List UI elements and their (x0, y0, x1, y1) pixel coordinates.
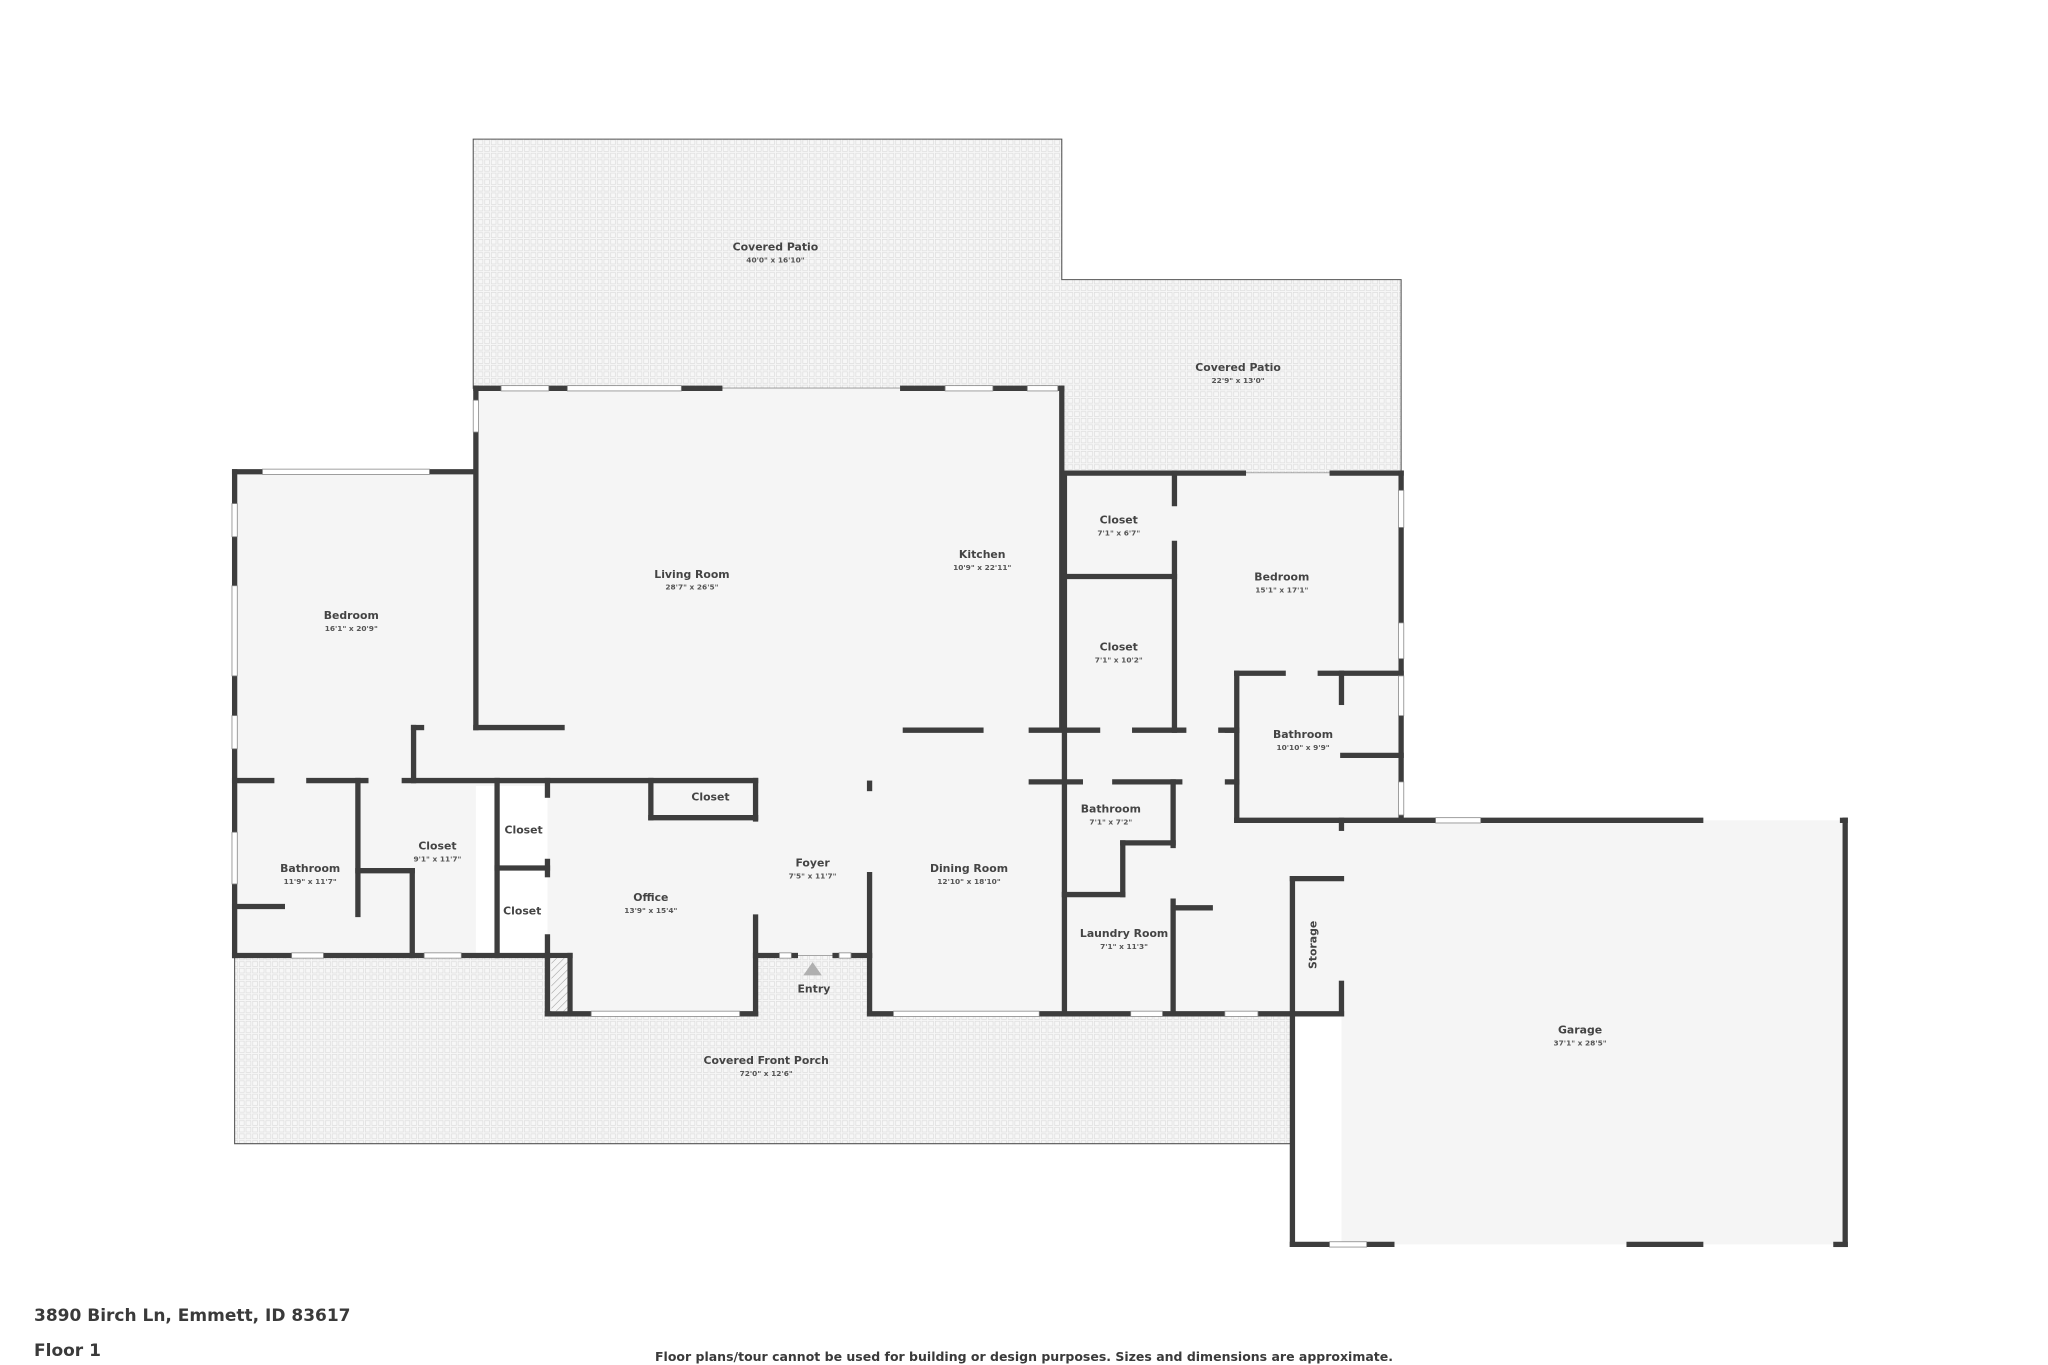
dims-kitchen: 10'9" x 22'11" (953, 563, 1011, 572)
dims-bathroom-mid: 7'1" x 7'2" (1089, 817, 1132, 826)
label-entry: Entry (798, 983, 831, 996)
label-closet-west: Closet (418, 839, 456, 852)
floor-label: Floor 1 (34, 1341, 101, 1361)
windows (231, 385, 1482, 1248)
label-bathroom-west: Bathroom (280, 862, 340, 875)
label-covered-patio-1: Covered Patio (733, 240, 819, 253)
dims-closet-ne-2: 7'1" x 10'2" (1095, 656, 1143, 665)
label-closet-small-2: Closet (503, 904, 541, 917)
walls (231, 385, 1848, 1248)
label-laundry-room: Laundry Room (1080, 927, 1168, 940)
dims-covered-front-porch: 72'0" x 12'6" (740, 1069, 793, 1078)
label-living-room: Living Room (654, 568, 729, 581)
label-closet-small-1: Closet (505, 824, 543, 837)
label-closet-ne-2: Closet (1100, 641, 1138, 654)
dims-living-room: 28'7" x 26'5" (665, 583, 718, 592)
label-bathroom-mid: Bathroom (1081, 802, 1141, 815)
disclaimer-text: Floor plans/tour cannot be used for buil… (655, 1349, 1393, 1364)
dims-bedroom-west: 16'1" x 20'9" (325, 624, 378, 633)
dims-office: 13'9" x 15'4" (624, 906, 677, 915)
label-closet-office: Closet (691, 790, 729, 803)
fireplace-hatch (551, 958, 568, 1012)
label-dining-room: Dining Room (930, 862, 1008, 875)
label-storage: Storage (1306, 921, 1319, 969)
room-labels: Covered Patio 40'0" x 16'10" Covered Pat… (280, 240, 1607, 1078)
dims-bathroom-west: 11'9" x 11'7" (284, 877, 337, 886)
label-kitchen: Kitchen (959, 548, 1006, 561)
interior-floor (234, 388, 1846, 1245)
label-foyer: Foyer (795, 857, 830, 870)
label-garage: Garage (1558, 1024, 1602, 1037)
dims-closet-west: 9'1" x 11'7" (413, 854, 461, 863)
label-bedroom-west: Bedroom (324, 609, 379, 622)
dims-garage: 37'1" x 28'5" (1554, 1039, 1607, 1048)
label-bedroom-east: Bedroom (1254, 570, 1309, 583)
dims-foyer: 7'5" x 11'7" (789, 872, 837, 881)
dims-bathroom-east: 10'10" x 9'9" (1276, 743, 1329, 752)
dims-dining-room: 12'10" x 18'10" (937, 877, 1001, 886)
dims-bedroom-east: 15'1" x 17'1" (1255, 585, 1308, 594)
dims-laundry-room: 7'1" x 11'3" (1100, 942, 1148, 951)
property-address: 3890 Birch Ln, Emmett, ID 83617 (34, 1306, 351, 1326)
dims-covered-patio-2: 22'9" x 13'0" (1212, 376, 1265, 385)
label-covered-patio-2: Covered Patio (1195, 361, 1281, 374)
entry-arrow-icon (803, 962, 822, 976)
dims-covered-patio-1: 40'0" x 16'10" (746, 255, 804, 264)
label-covered-front-porch: Covered Front Porch (703, 1054, 828, 1067)
outdoor-areas (234, 138, 1402, 1145)
label-office: Office (633, 891, 668, 904)
label-closet-ne-1: Closet (1100, 513, 1138, 526)
dims-closet-ne-1: 7'1" x 6'7" (1097, 528, 1140, 537)
label-bathroom-east: Bathroom (1273, 728, 1333, 741)
